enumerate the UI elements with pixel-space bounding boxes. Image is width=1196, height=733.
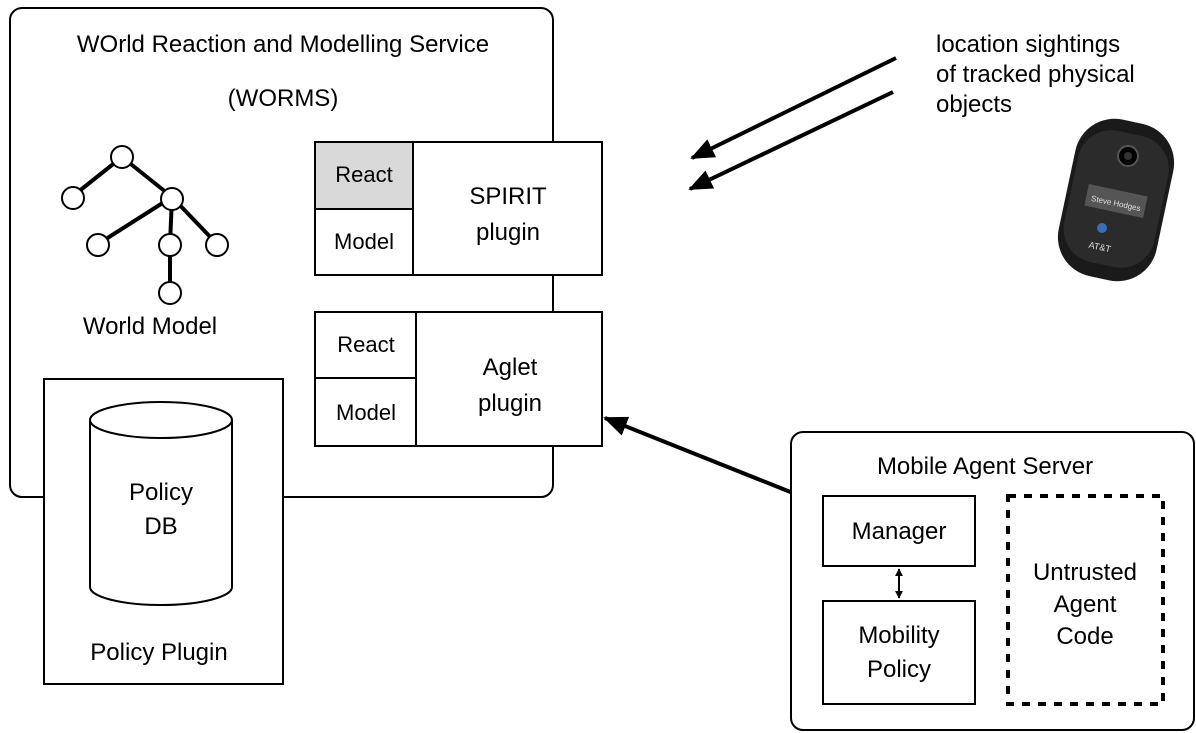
aglet-plugin: React Model Aglet plugin (314, 311, 603, 447)
badge-logo-icon (1097, 223, 1107, 233)
mobility-policy-box (822, 600, 976, 705)
worms-title-line1: WOrld Reaction and Modelling Service (77, 31, 489, 58)
tree-node (158, 233, 182, 257)
aglet-model-label: Model (336, 400, 396, 425)
spirit-name-line1: SPIRIT (469, 183, 547, 210)
manager-label: Manager (852, 518, 947, 545)
aglet-name-line1: Aglet (483, 354, 538, 381)
world-model-nodes (61, 145, 229, 305)
policy-db-cylinder-top (89, 401, 233, 439)
untrusted-agent-code-box (1006, 494, 1165, 706)
mobility-policy-line1: Mobility (858, 622, 939, 649)
untrusted-line2: Agent (1054, 591, 1117, 618)
spirit-name-line2: plugin (476, 219, 540, 246)
untrusted-line3: Code (1056, 623, 1113, 650)
policy-plugin: Policy DB Policy Plugin (43, 378, 284, 685)
spirit-react-cell (314, 141, 414, 210)
world-model-label: World Model (83, 313, 217, 340)
aglet-model-cell (314, 377, 417, 447)
mobility-policy-line2: Policy (867, 656, 931, 683)
sighting-arrow-upper (690, 56, 897, 160)
aglet-react-cell (314, 311, 417, 379)
policy-db-line2: DB (144, 513, 177, 540)
tree-node (110, 145, 134, 169)
aglet-name-line2: plugin (478, 390, 542, 417)
active-badge-device: Steve Hodges AT&T (1057, 118, 1175, 282)
policy-db-line1: Policy (129, 479, 193, 506)
location-sightings-text: location sightings of tracked physical o… (936, 31, 1135, 118)
sighting-arrow-lower (688, 90, 894, 191)
tree-node (205, 233, 229, 257)
spirit-react-label: React (335, 162, 392, 187)
location-sightings-line3: objects (936, 91, 1012, 118)
aglet-server-link (603, 416, 820, 505)
mobile-agent-server-title: Mobile Agent Server (877, 453, 1093, 480)
mobile-agent-server: Mobile Agent Server Manager Mobility Pol… (790, 431, 1195, 731)
spirit-plugin: React Model SPIRIT plugin (314, 141, 603, 276)
tree-node (160, 187, 184, 211)
policy-plugin-label: Policy Plugin (90, 639, 227, 666)
policy-db-cylinder (89, 420, 233, 606)
aglet-react-label: React (337, 332, 394, 357)
location-sightings-line2: of tracked physical (936, 61, 1135, 88)
untrusted-line1: Untrusted (1033, 559, 1137, 586)
tree-node (158, 281, 182, 305)
tree-node (86, 233, 110, 257)
tree-node (61, 186, 85, 210)
worms-title-line2: (WORMS) (228, 85, 339, 112)
manager-box (822, 495, 976, 567)
location-sightings-line1: location sightings (936, 31, 1120, 58)
spirit-model-cell (314, 208, 414, 276)
badge-name-plate (1084, 184, 1148, 218)
badge-brand-text: AT&T (1088, 240, 1112, 255)
spirit-model-label: Model (334, 229, 394, 254)
